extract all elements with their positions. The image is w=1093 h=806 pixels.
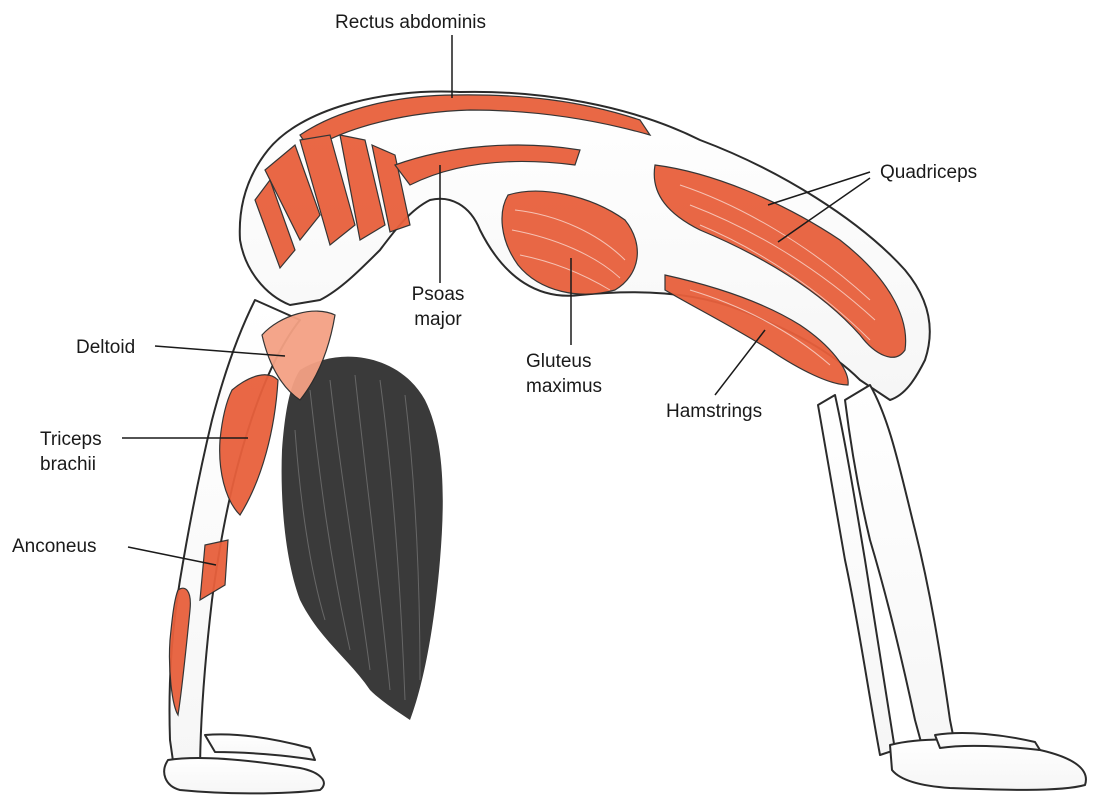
label-quadriceps: Quadriceps (880, 160, 977, 185)
label-psoas-major-line-1: Psoas (398, 282, 478, 307)
label-rectus-abdominis: Rectus abdominis (335, 10, 486, 35)
label-hamstrings: Hamstrings (666, 399, 762, 424)
hair (282, 357, 443, 720)
leader-hamstrings (715, 330, 765, 395)
label-triceps-brachii-line-2: brachii (40, 452, 102, 477)
label-gluteus-maximus-line-1: Gluteus (526, 349, 602, 374)
label-deltoid: Deltoid (76, 335, 135, 360)
label-gluteus-maximus-line-2: maximus (526, 374, 602, 399)
label-triceps-brachii: Triceps brachii (40, 427, 102, 477)
label-gluteus-maximus: Gluteus maximus (526, 349, 602, 399)
label-psoas-major: Psoas major (398, 282, 478, 332)
label-psoas-major-line-2: major (398, 307, 478, 332)
label-anconeus: Anconeus (12, 534, 97, 559)
label-triceps-brachii-line-1: Triceps (40, 427, 102, 452)
anconeus-muscle (200, 540, 228, 600)
